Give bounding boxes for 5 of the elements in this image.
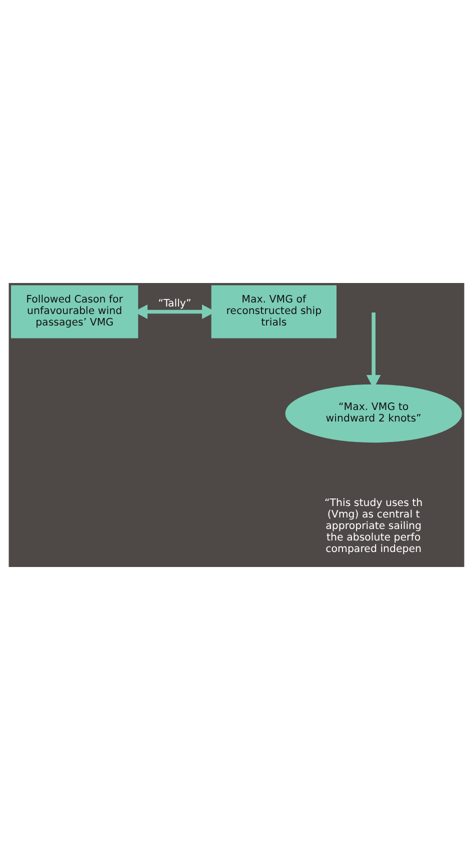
node-box: Max. VMG of reconstructed ship trials (211, 284, 337, 338)
edge-label: “Tally” (158, 298, 192, 310)
node-ellipse: “Max. VMG to windward 2 knots” (285, 384, 462, 442)
label: “This study uses th (Vmg) as central t appropriate sailing the absolute perfo compared indepen (324, 498, 423, 555)
node-box: Followed Cason for unfavourable wind passages’ VMG (11, 284, 138, 338)
